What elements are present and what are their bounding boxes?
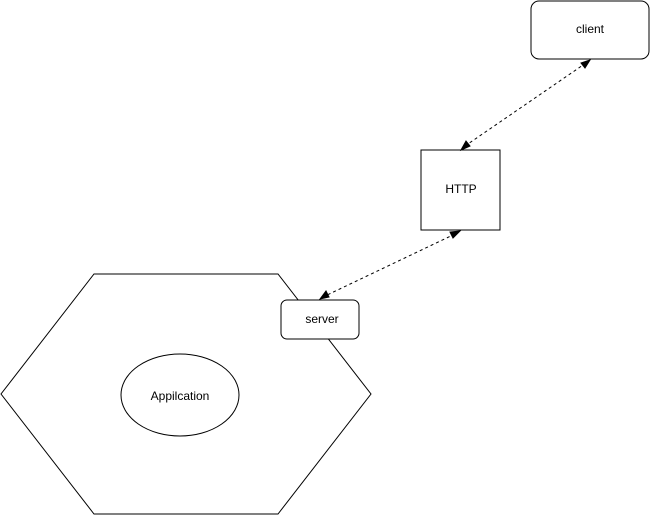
- http-label: HTTP: [445, 182, 476, 196]
- server-node[interactable]: [280, 299, 360, 340]
- server-label: server: [305, 312, 338, 326]
- client-node[interactable]: [530, 0, 650, 60]
- arrow-head-client-end: [580, 59, 592, 69]
- arrow-head-http-top-end: [459, 140, 471, 152]
- arrow-head-server-end: [318, 290, 330, 300]
- edge-client-http[interactable]: [459, 59, 592, 152]
- application-label: Appilcation: [151, 389, 210, 403]
- edge-http-server-line: [324, 233, 456, 297]
- client-label: client: [576, 22, 605, 36]
- edge-http-server[interactable]: [318, 230, 462, 300]
- application-node[interactable]: [120, 353, 240, 437]
- edge-client-http-line: [464, 62, 587, 147]
- arrow-head-http-bottom-end: [449, 230, 462, 239]
